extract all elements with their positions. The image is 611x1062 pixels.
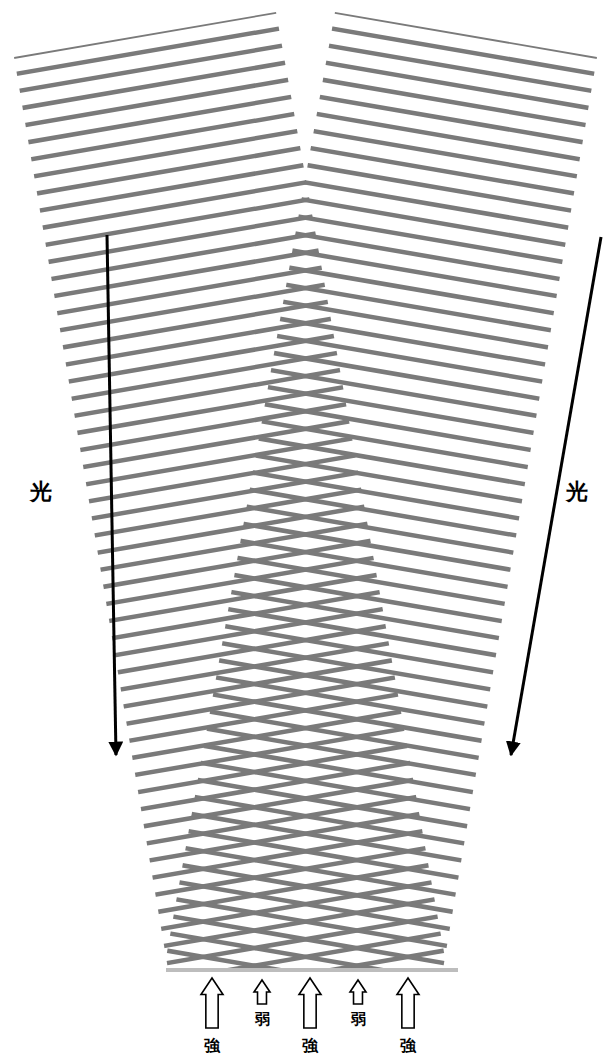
- wavefront-line: [0, 0, 611, 77]
- wavefront-line: [0, 77, 611, 182]
- intensity-arrows: [201, 978, 419, 1028]
- screen-line: [166, 968, 458, 972]
- wavefront-line: [0, 0, 611, 59]
- left-light-beam: [0, 0, 611, 1027]
- wavefront-line: [0, 24, 611, 129]
- wavefront-line: [0, 42, 611, 147]
- weak-arrow: [254, 980, 270, 1004]
- wavefront-line: [0, 0, 611, 77]
- intensity-label: 強: [302, 1038, 318, 1054]
- light-direction-arrow: [107, 235, 116, 755]
- wavefront-line: [0, 0, 611, 94]
- strong-arrow: [201, 978, 223, 1028]
- right-light-beam: [0, 0, 611, 1027]
- wavefront-line: [0, 60, 611, 165]
- intensity-label: 強: [204, 1038, 220, 1054]
- weak-arrow: [350, 980, 366, 1004]
- light-label: 光: [30, 481, 52, 503]
- intensity-label: 弱: [351, 1012, 366, 1027]
- wavefront-line: [0, 0, 611, 94]
- wavefront-line: [0, 922, 611, 1027]
- light-label: 光: [566, 481, 588, 503]
- strong-arrow: [397, 978, 419, 1028]
- wavefront-line: [0, 887, 611, 992]
- strong-arrow: [299, 978, 321, 1028]
- intensity-label: 強: [400, 1038, 416, 1054]
- wavefront-line: [0, 0, 611, 59]
- wavefront-line: [0, 7, 611, 112]
- intensity-label: 弱: [255, 1012, 270, 1027]
- light-direction-arrow: [511, 237, 601, 755]
